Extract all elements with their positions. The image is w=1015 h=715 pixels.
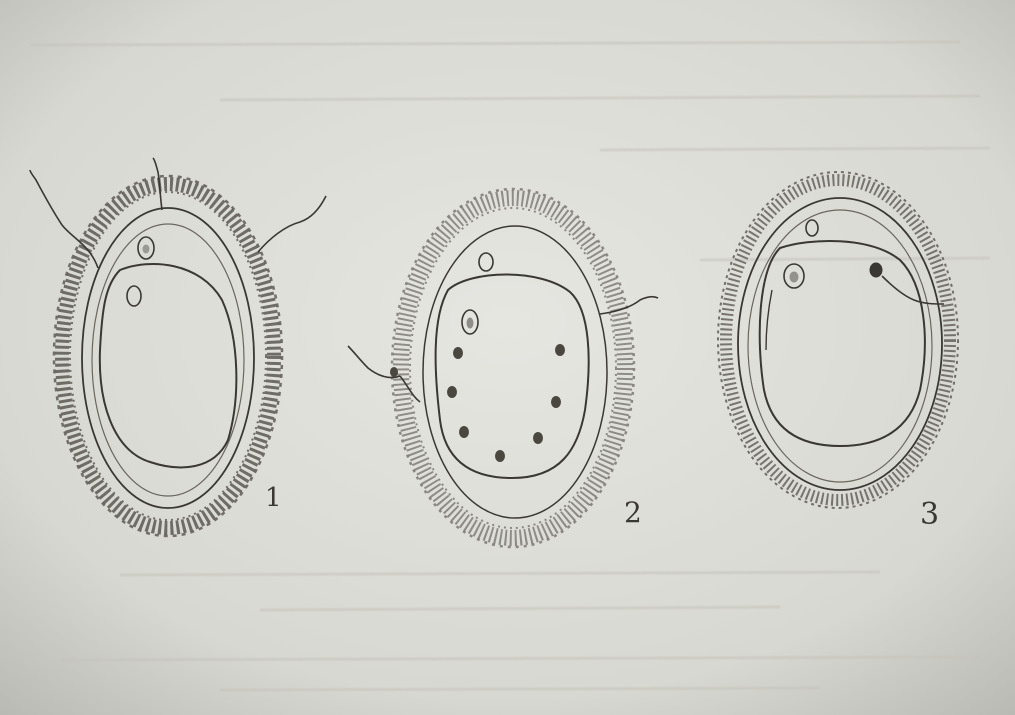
- figure-3-label: 3: [920, 497, 939, 532]
- granule: [551, 396, 561, 408]
- figure-1-label: 1: [265, 483, 282, 513]
- granule: [459, 426, 469, 438]
- granule: [495, 450, 505, 462]
- granule: [555, 344, 565, 356]
- figure-2-label: 2: [624, 496, 642, 529]
- granule: [390, 367, 398, 377]
- granule: [453, 347, 463, 359]
- granule: [533, 432, 543, 444]
- figure-3-male-pronucleus: [870, 263, 882, 277]
- granule: [447, 386, 457, 398]
